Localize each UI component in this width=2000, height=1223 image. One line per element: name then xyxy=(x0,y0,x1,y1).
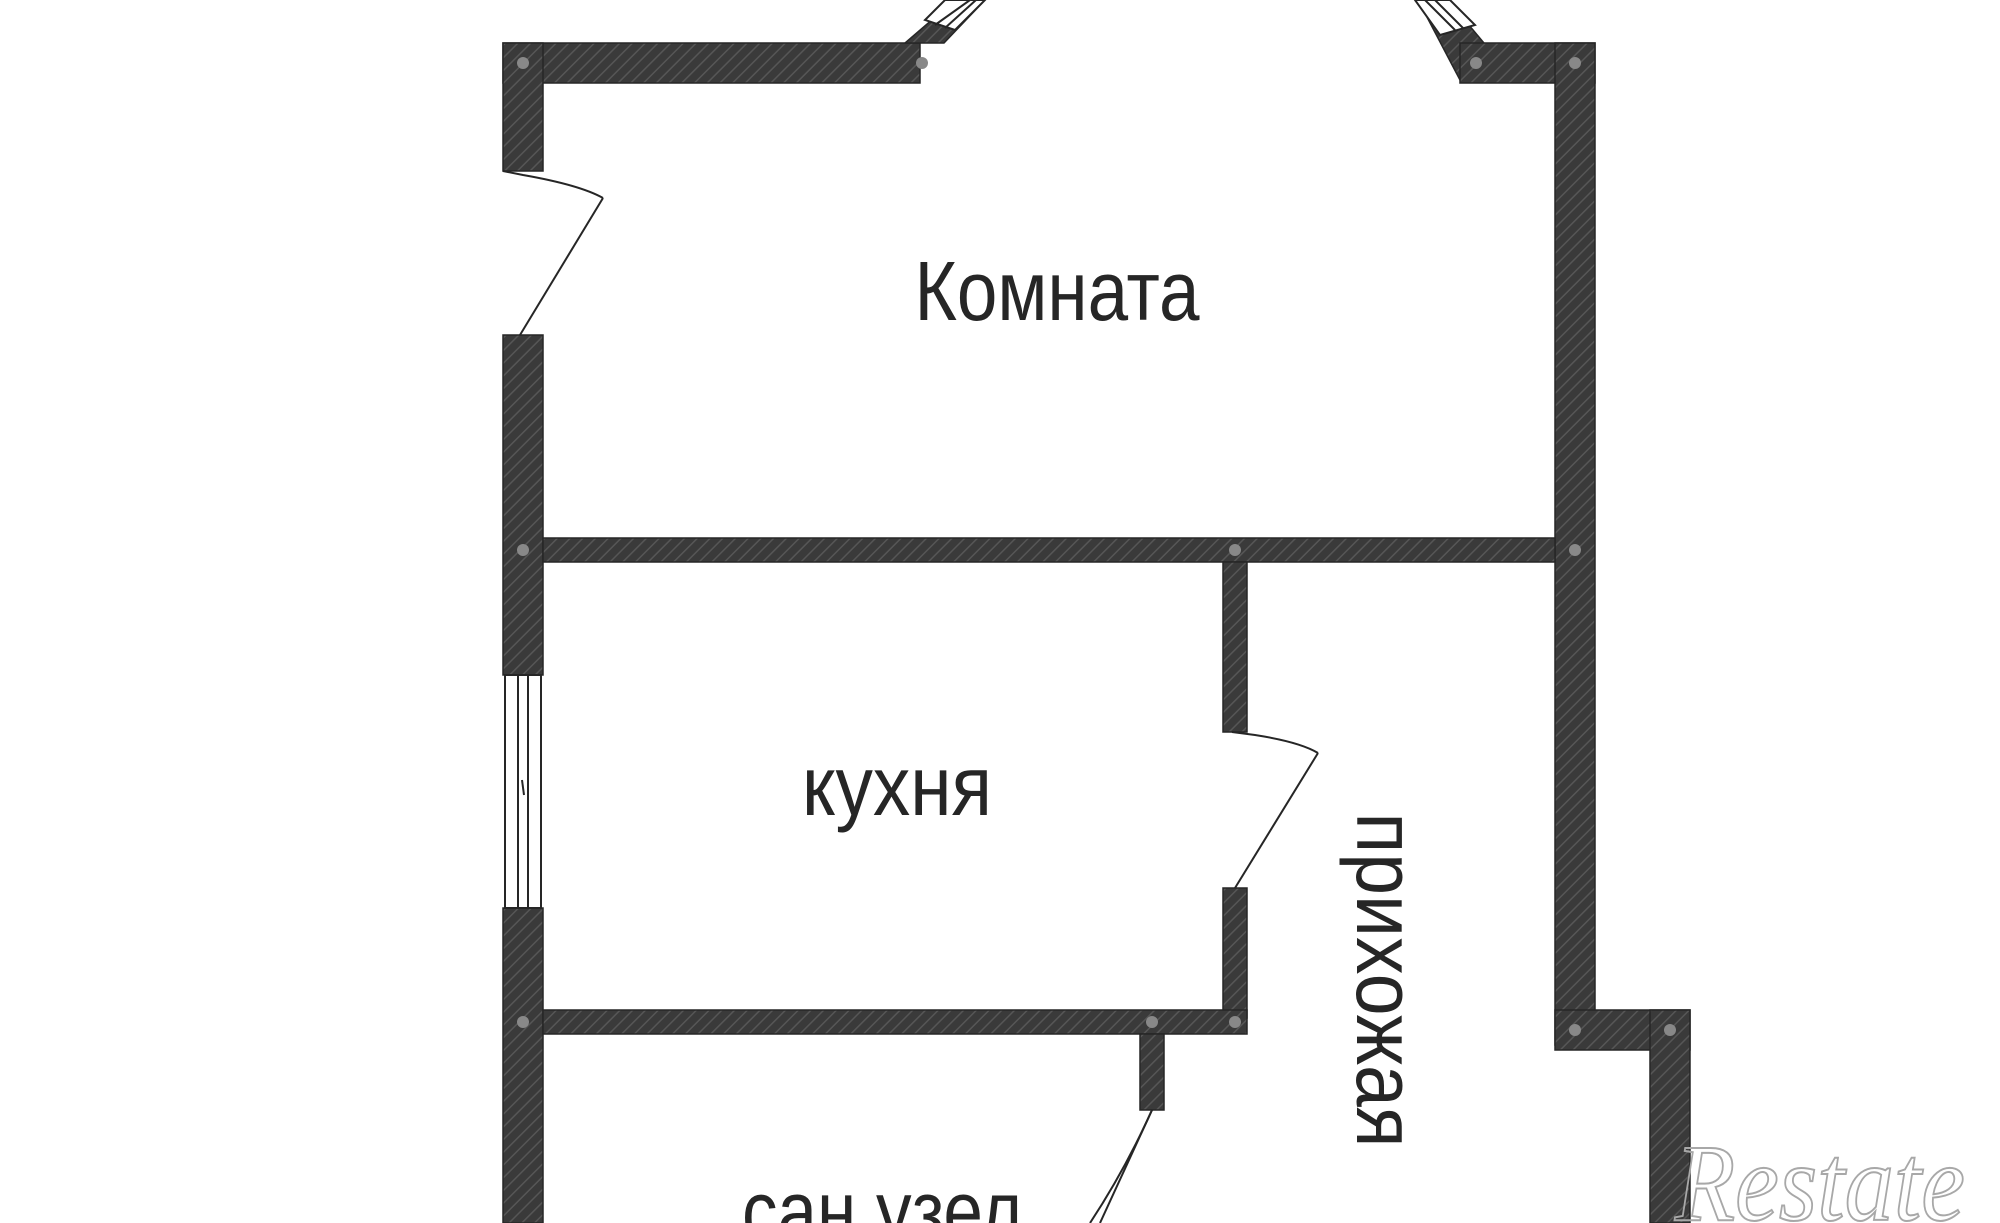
door-bathroom xyxy=(1089,1109,1153,1223)
watermark-logo: Restate xyxy=(1674,1122,1965,1223)
partition-bath-right xyxy=(1139,1033,1165,1111)
partition-kitchen-bottom xyxy=(542,1009,1248,1035)
exterior-walls xyxy=(502,0,1691,1223)
partition-kitchen-right-upper xyxy=(1222,561,1248,733)
window-bay-right xyxy=(1413,0,1477,37)
wall-left-middle xyxy=(502,334,544,676)
doors xyxy=(502,170,1319,1223)
room-label-living: Комната xyxy=(915,244,1200,338)
door-entrance xyxy=(502,170,604,336)
wall-top-left xyxy=(502,42,921,84)
window-kitchen xyxy=(504,674,542,909)
wall-right-lower xyxy=(1649,1009,1691,1223)
column-markers xyxy=(517,57,1676,1036)
windows xyxy=(504,0,1477,909)
room-label-bathroom: сан узел xyxy=(742,1164,1022,1223)
window-bay-left xyxy=(923,0,987,32)
room-label-hallway: прихожая xyxy=(1339,813,1433,1148)
partition-living-bottom xyxy=(542,537,1556,563)
partition-kitchen-right-lower xyxy=(1222,887,1248,1019)
interior-walls xyxy=(542,537,1556,1111)
wall-left-lower xyxy=(502,907,544,1223)
door-kitchen xyxy=(1231,731,1319,889)
room-label-kitchen: кухня xyxy=(802,739,992,833)
